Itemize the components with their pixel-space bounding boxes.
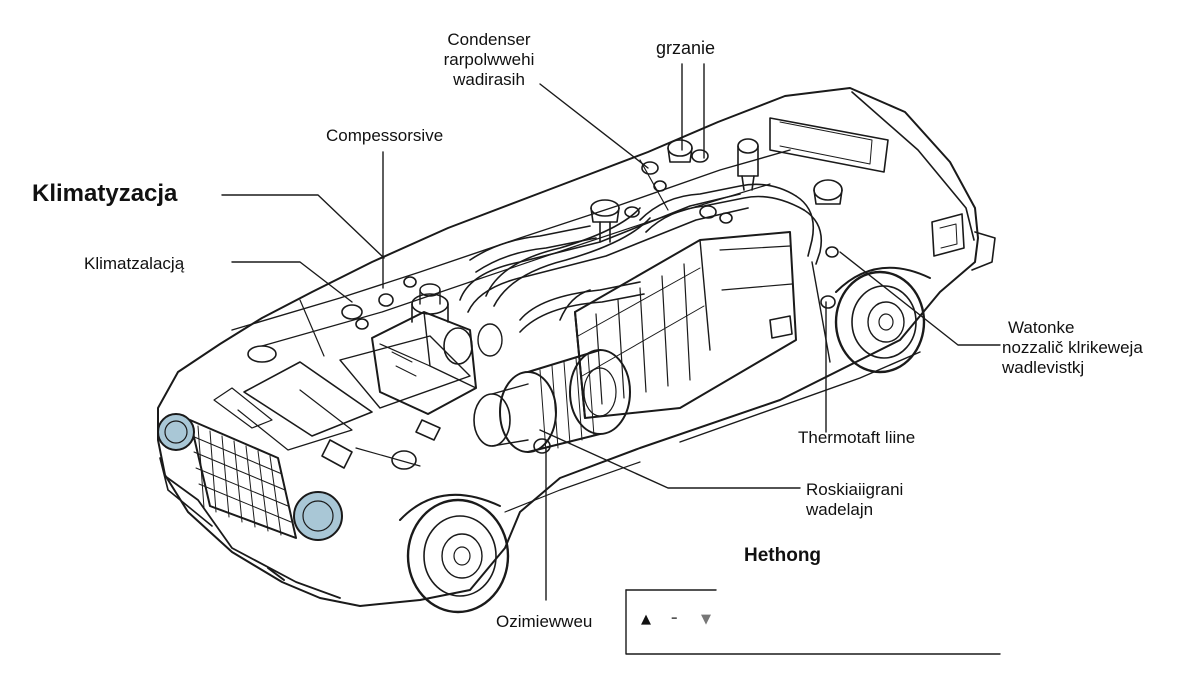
car-body [157,87,996,607]
reservoir-caps [247,246,839,470]
increase-button[interactable]: ▲ [641,612,651,627]
ozimiewweu-label: Ozimiewweu [496,612,593,631]
watonke-label: Watonke nozzalič klrikeweja wadlevistkj [1002,318,1143,378]
roskiai-label: Roskiaiigrani wadelajn [806,480,903,520]
compressor-block [371,283,503,415]
decrease-button[interactable]: ▼ [701,612,711,627]
blower-drum [473,349,631,453]
watonke-line-3: wadlevistkj [1002,358,1085,377]
hvac-housing [574,231,797,419]
condenser-line-1: Condenser [447,30,531,49]
hethong-label: Hethong [744,545,822,566]
roskiai-line-2: wadelajn [806,500,874,519]
diagram-title: Klimatyzacja [32,180,178,207]
klimatzalacja-label: Klimatzalacją [84,254,185,273]
refrigerant-pipes [459,183,823,333]
watonke-line-2: nozzalič klrikeweja [1002,338,1143,357]
headlights [157,413,343,541]
compressor-label: Compessorsive [326,126,444,145]
top-fittings [590,138,843,243]
front-wheel [399,493,510,614]
condenser-line-3: wadirasih [453,70,525,89]
condenser-line-2: rarpolwwehi [443,50,535,69]
watonke-line-1: Watonke [1008,318,1075,337]
front-grille [159,419,341,599]
leader-lines [221,63,1001,655]
rear-wheel [834,266,931,374]
thermostat-line-label: Thermotaft liine [798,428,916,447]
condenser-label: Condenser rarpolwwehi wadirasih [426,30,552,90]
reset-button[interactable]: – [671,611,678,626]
roskiai-line-1: Roskiaiigrani [806,480,904,499]
grzanie-label: grzanie [656,38,716,58]
